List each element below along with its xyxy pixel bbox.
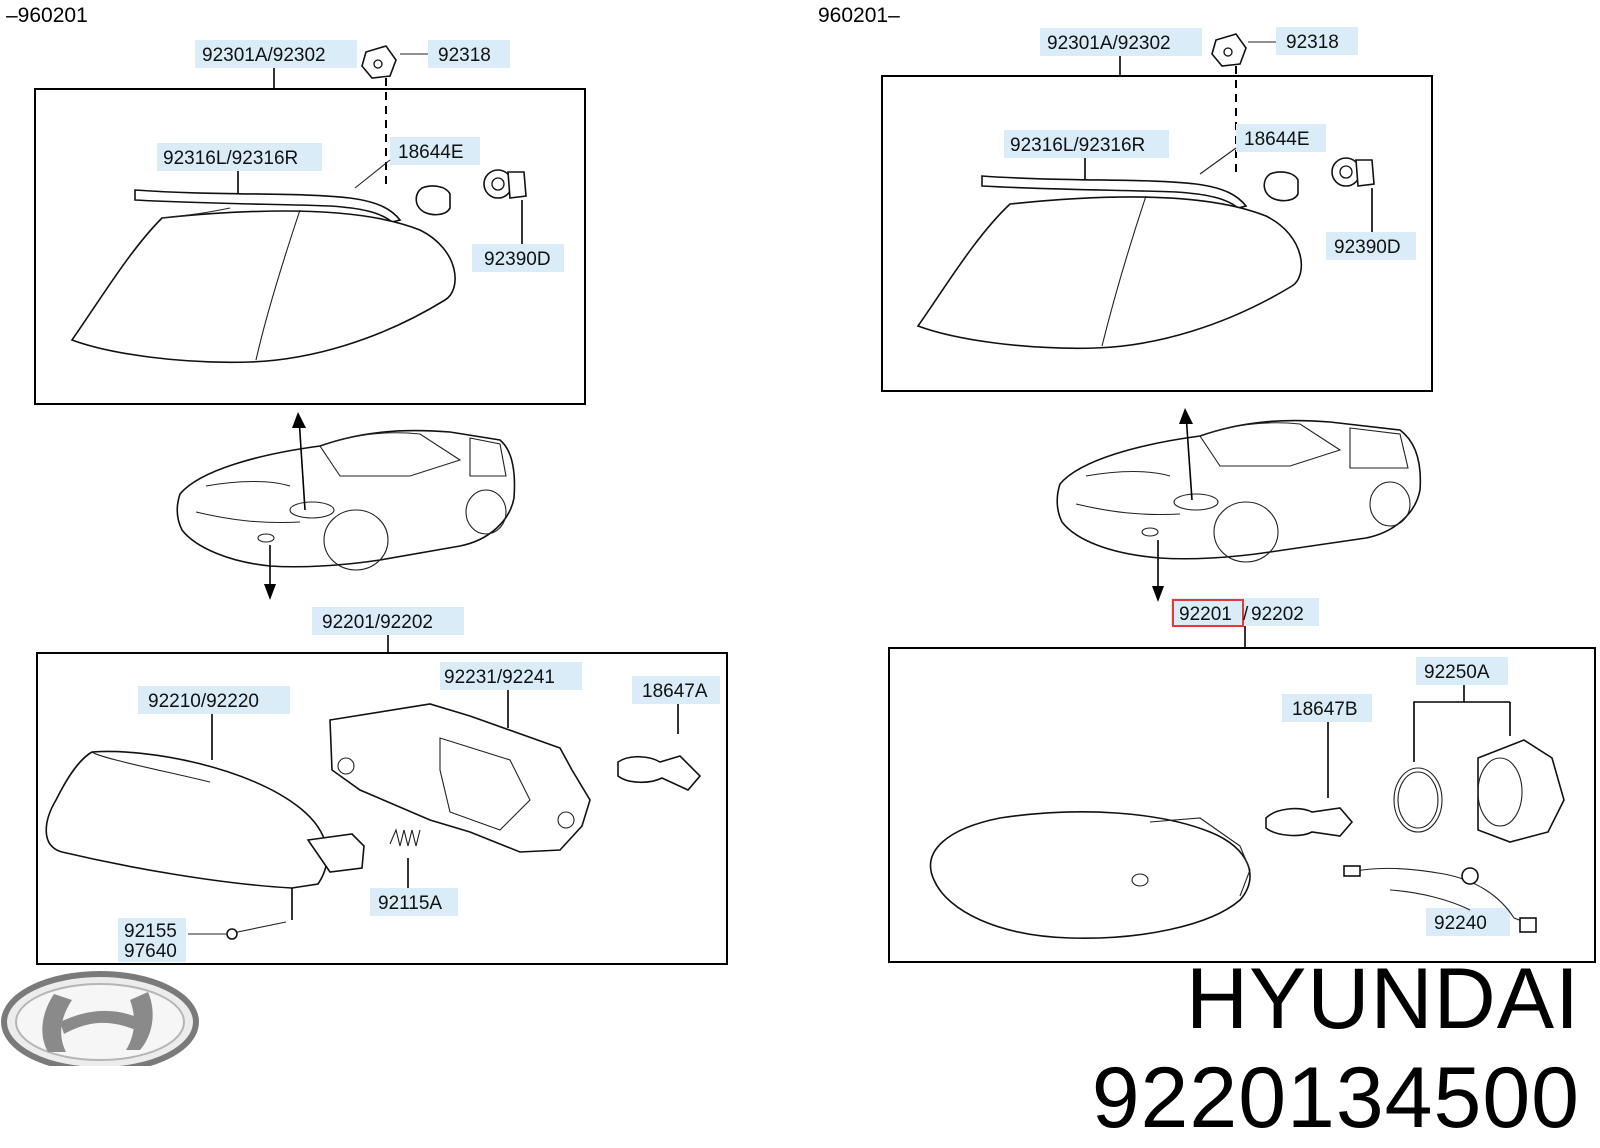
callout-18644e: 18644E (398, 142, 464, 163)
callout-92301a: 92301A/92302 (202, 45, 326, 66)
callout-sep: / (1243, 604, 1249, 625)
side-lamp-lens (70, 210, 456, 364)
clip-part (361, 45, 397, 79)
callout-92390d-right: 92390D (1334, 237, 1401, 258)
callout-92316: 92316L/92316R (163, 148, 298, 169)
header-right: 960201– (818, 4, 900, 27)
left-bottom-panel: 92201/92202 92210/92220 92231/92241 1864… (36, 607, 728, 965)
wire-harness-92240 (1343, 865, 1361, 877)
bulb-18647b (1265, 807, 1354, 837)
callout-92318-right: 92318 (1286, 32, 1339, 53)
callout-92301a-right: 92301A/92302 (1047, 33, 1171, 54)
callout-92316-right: 92316L/92316R (1010, 135, 1145, 156)
callout-92115a: 92115A (378, 893, 442, 914)
hyundai-logo (1, 971, 199, 1066)
brand-part-title: HYUNDAI 9220134500 (1091, 951, 1580, 1146)
housing-92250a (1477, 739, 1565, 843)
clip-part-right (1211, 33, 1247, 67)
parts-diagram: –960201 960201– 92301A/92302 92318 92316… (1, 4, 1596, 1066)
left-top-frame (34, 88, 586, 405)
callout-92201-left: 92201/92202 (322, 612, 433, 633)
callout-92210: 92210/92220 (148, 691, 259, 712)
right-bottom-frame (888, 647, 1596, 963)
callout-18647a: 18647A (642, 681, 708, 702)
callout-92250a: 92250A (1424, 662, 1490, 683)
callout-92390d: 92390D (484, 249, 551, 270)
callout-18644e-right: 18644E (1244, 129, 1310, 150)
callout-92231: 92231/92241 (444, 667, 555, 688)
bulb-18644e (415, 185, 451, 216)
callout-92202-right: 92202 (1251, 604, 1304, 625)
fog-lamp-lens-left (45, 750, 329, 889)
callout-92201-highlight: 92201 (1179, 604, 1232, 625)
gasket-ring (1393, 767, 1443, 833)
callout-92155: 92155 (124, 921, 177, 942)
right-car-illustration (1056, 408, 1422, 602)
callout-92240: 92240 (1434, 913, 1487, 934)
bulb-18644e-right (1263, 171, 1299, 202)
bulb-18647a (617, 755, 702, 791)
right-bottom-panel: 92201 / 92202 92250A 18647B 92240 (888, 598, 1596, 963)
left-car-illustration (176, 412, 516, 600)
side-lamp-lens-right (916, 196, 1303, 350)
callout-92318: 92318 (438, 45, 491, 66)
callout-18647b: 18647B (1292, 699, 1358, 720)
left-top-panel: 92301A/92302 92318 92316L/92316R 18644E … (34, 40, 586, 405)
header-left: –960201 (6, 4, 88, 27)
fog-lamp-lens-right (929, 811, 1251, 939)
left-bottom-frame (36, 652, 728, 965)
callout-97640: 97640 (124, 941, 177, 962)
bracket-92231 (329, 703, 591, 853)
right-top-frame (881, 75, 1433, 392)
highlight-box (1172, 599, 1244, 627)
right-top-panel: 92301A/92302 92318 92316L/92316R 18644E … (881, 27, 1433, 392)
